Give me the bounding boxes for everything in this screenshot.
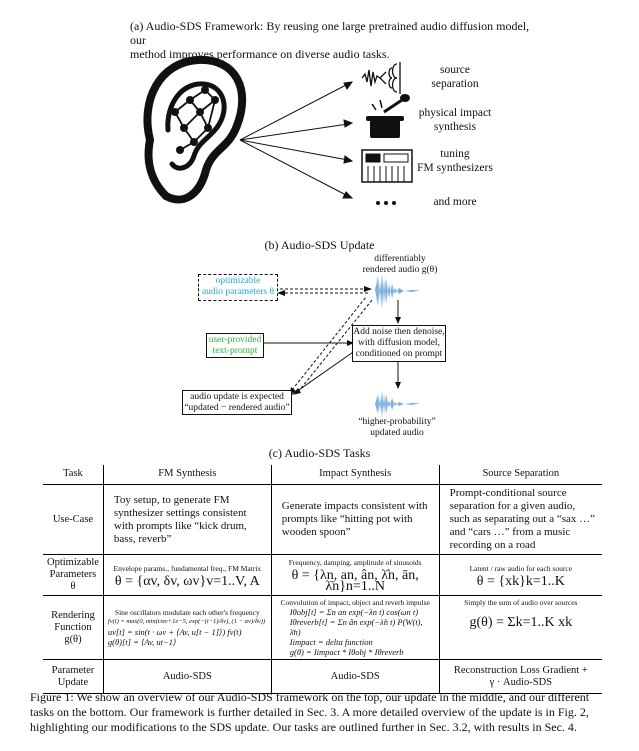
impact-render: Convolution of impact, object and reverb… xyxy=(270,595,440,660)
header-fm: FM Synthesis xyxy=(102,465,272,485)
table-row: Optimizable Parameters θ Envelope params… xyxy=(43,554,602,596)
fm-params: Envelope params., fundamental freq., FM … xyxy=(102,554,272,596)
framework-diagram xyxy=(143,55,420,418)
task-fan-arrows xyxy=(239,81,354,199)
header-impact: Impact Synthesis xyxy=(270,465,440,485)
fm-update: Audio-SDS xyxy=(102,659,272,694)
impact-usecase: Generate impacts consistent with prompts… xyxy=(270,484,440,555)
fm-usecase: Toy setup, to generate FM synthesizer se… xyxy=(102,484,272,555)
row-label-render: Rendering Function g(θ) xyxy=(43,595,104,660)
waveform-split-icon xyxy=(361,62,401,94)
row-label-usecase: Use-Case xyxy=(43,484,104,555)
figure-caption: Figure 1: We show an overview of our Aud… xyxy=(30,690,590,734)
ear-network-icon xyxy=(143,55,247,204)
table-row: Rendering Function g(θ) Sine oscillators… xyxy=(43,595,602,660)
tasks-table: Task FM Synthesis Impact Synthesis Sourc… xyxy=(43,465,602,694)
table-row: Parameter Update Audio-SDS Audio-SDS Rec… xyxy=(43,659,602,694)
sep-update: Reconstruction Loss Gradient + γ · Audio… xyxy=(438,659,602,694)
rendered-waveform xyxy=(375,272,420,310)
impact-update: Audio-SDS xyxy=(270,659,440,694)
table-header-row: Task FM Synthesis Impact Synthesis Sourc… xyxy=(43,465,602,485)
row-label-update: Parameter Update xyxy=(43,659,104,694)
impact-params: Frequency, damping, amplitude of sinusoi… xyxy=(270,554,440,596)
denoise-box: Add noise then denoise, with diffusion m… xyxy=(352,325,446,362)
header-task: Task xyxy=(43,465,104,485)
section-c-title: (c) Audio-SDS Tasks xyxy=(268,446,371,460)
sep-render: Simply the sum of audio over sources g(θ… xyxy=(438,595,602,660)
task-label-more: and more xyxy=(433,196,477,208)
sep-params: Latent / raw audio for each source θ = {… xyxy=(438,554,602,596)
params-box: optimizable audio parameters θ xyxy=(198,274,278,301)
synthesizer-keyboard-icon xyxy=(361,149,413,183)
sep-usecase: Prompt-conditional source separation for… xyxy=(438,484,602,555)
updated-waveform xyxy=(375,390,420,418)
fm-render: Sine oscillators modulate each other's f… xyxy=(102,595,272,660)
row-label-params: Optimizable Parameters θ xyxy=(43,554,104,596)
rendered-audio-label: differentiably rendered audio g(θ) xyxy=(355,254,445,276)
higher-probability-label: “higher-probability” updated audio xyxy=(352,417,442,439)
table-row: Use-Case Toy setup, to generate FM synth… xyxy=(43,484,602,555)
task-label-fm-synth: tuning FM synthesizers xyxy=(417,148,493,174)
task-label-impact-synthesis: physical impact synthesis xyxy=(418,107,492,133)
header-separation: Source Separation xyxy=(438,465,602,485)
pot-hammer-icon xyxy=(366,94,410,138)
update-box: audio update is expected “updated − rend… xyxy=(182,390,292,415)
ellipsis-icon xyxy=(376,201,396,205)
section-b-title: (b) Audio-SDS Update xyxy=(264,238,375,252)
task-label-source-separation: source separation xyxy=(431,64,479,90)
prompt-box: user-provided text-prompt xyxy=(206,333,264,358)
